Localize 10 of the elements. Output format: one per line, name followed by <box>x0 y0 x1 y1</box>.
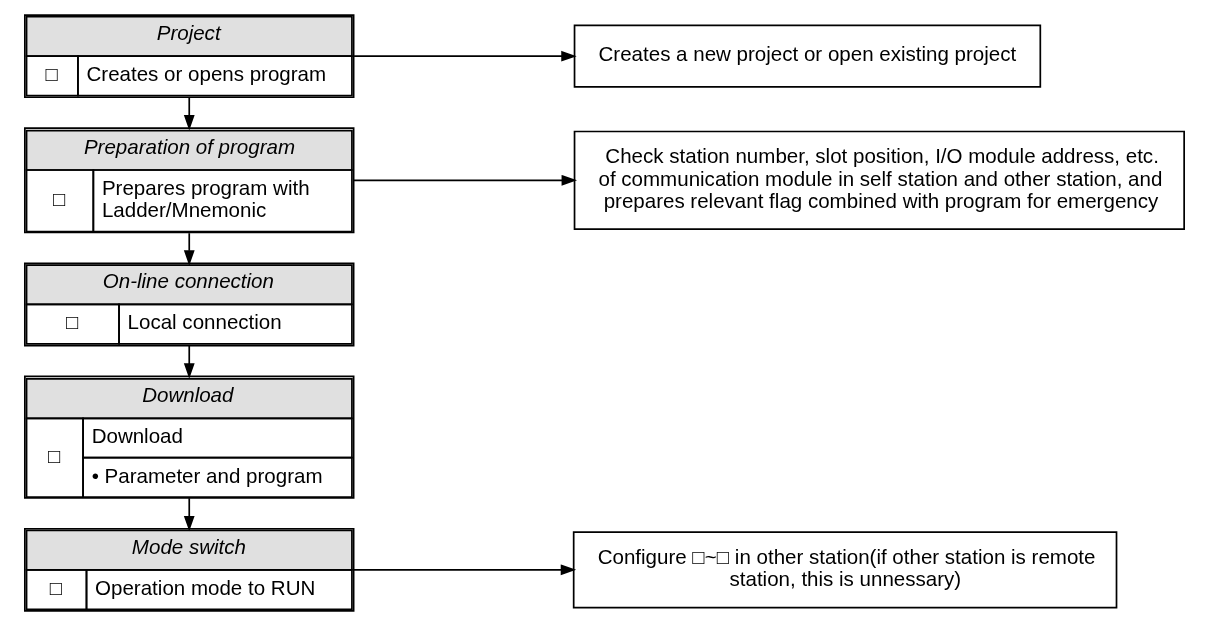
node-box: Check station number, slot position, I/O module address, etc. of communication module in self station and other station, and prepares relevant flag combined with program for emergency <box>573 130 1185 230</box>
arrow <box>183 497 195 532</box>
arrow <box>352 174 577 186</box>
arrow <box>352 564 576 576</box>
arrow <box>183 232 195 266</box>
node-box: Configure □~□ in other station(if other station is remote station, this is unnessary) <box>572 531 1117 609</box>
arrow <box>352 50 577 62</box>
arrow <box>183 96 195 131</box>
node-box: Creates a new project or open existing project <box>573 24 1041 88</box>
arrow <box>183 344 195 379</box>
